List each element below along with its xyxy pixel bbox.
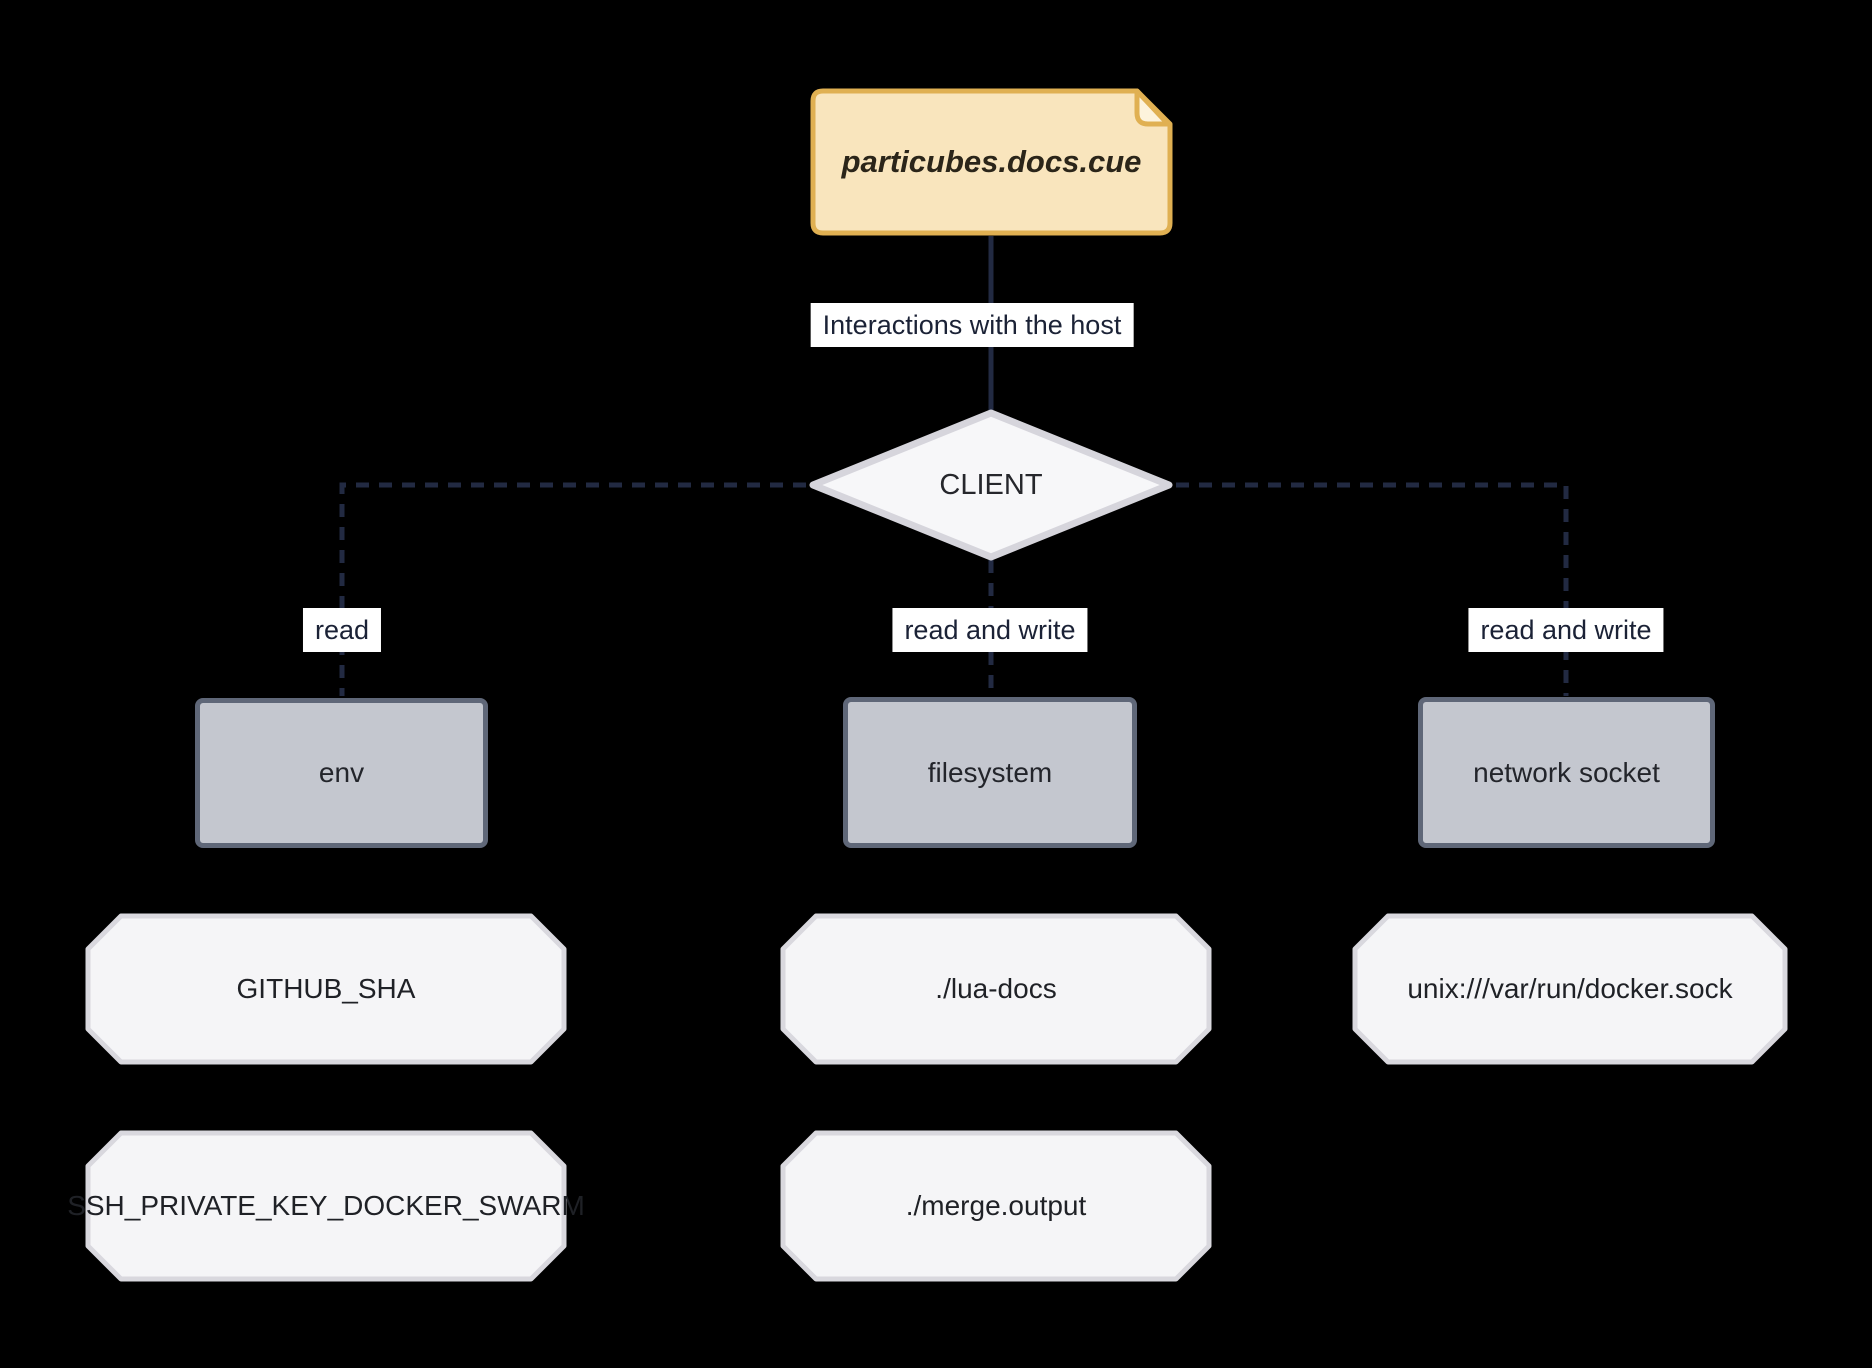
note-page-icon — [810, 88, 1173, 236]
edge-label-read: read — [302, 608, 382, 652]
value-label: unix:///var/run/docker.sock — [1407, 973, 1733, 1004]
edge-label-read-write-filesystem: read and write — [892, 608, 1088, 652]
value-github-sha: GITHUB_SHA — [85, 913, 567, 1065]
octagon-icon — [85, 913, 567, 1065]
value-label: ./lua-docs — [935, 973, 1057, 1004]
octagon-icon — [85, 1130, 567, 1282]
value-label: GITHUB_SHA — [236, 973, 416, 1004]
octagon-icon — [780, 1130, 1212, 1282]
octagon-icon — [1352, 913, 1788, 1065]
resource-env: env — [195, 698, 488, 848]
client-label: CLIENT — [939, 468, 1043, 501]
octagon-icon — [780, 913, 1212, 1065]
resource-filesystem: filesystem — [843, 697, 1137, 848]
value-merge-output: ./merge.output — [780, 1130, 1212, 1282]
value-ssh-private-key: SSH_PRIVATE_KEY_DOCKER_SWARM — [67, 1130, 585, 1282]
resource-network-socket: network socket — [1418, 697, 1715, 848]
edge-label-interactions: Interactions with the host — [810, 303, 1134, 347]
note-node: particubes.docs.cue — [810, 88, 1173, 236]
value-lua-docs: ./lua-docs — [780, 913, 1212, 1065]
note-label: particubes.docs.cue — [841, 144, 1142, 179]
client-decision-node: CLIENT — [808, 408, 1174, 562]
diamond-icon — [809, 409, 1173, 561]
edge-client-to-env — [339, 482, 806, 696]
value-docker-sock: unix:///var/run/docker.sock — [1352, 913, 1788, 1065]
value-label: SSH_PRIVATE_KEY_DOCKER_SWARM — [67, 1190, 585, 1221]
edge-client-to-network — [1176, 482, 1569, 696]
value-label: ./merge.output — [905, 1190, 1087, 1221]
edge-label-read-write-network: read and write — [1468, 608, 1664, 652]
